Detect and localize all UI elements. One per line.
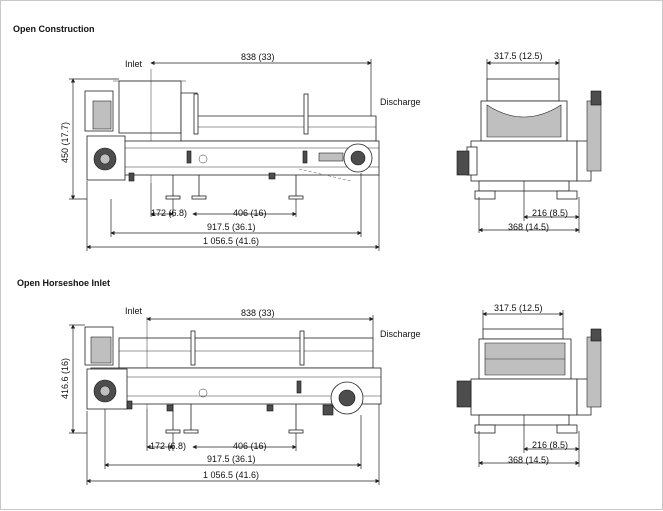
conveyor-cover — [180, 92, 377, 142]
dim-1056-2: 1 056.5 (41.6) — [203, 470, 259, 480]
inlet-label-2: Inlet — [125, 306, 143, 316]
inlet-hopper — [118, 80, 182, 134]
dim-172: 172 (6.8) — [151, 208, 187, 218]
dim-406-2: 406 (16) — [233, 441, 267, 451]
dim-917: 917.5 (36.1) — [207, 222, 256, 232]
inlet-label: Inlet — [125, 59, 143, 69]
end-dim-216-2: 216 (8.5) — [532, 440, 568, 450]
conveyor-cover-2 — [118, 337, 374, 369]
dim-height: 450 (17.7) — [60, 122, 70, 163]
end-inlet — [486, 78, 560, 102]
section-title-open-construction: Open Construction — [13, 24, 95, 34]
end-motor-left-2 — [456, 380, 472, 408]
end-dim-368: 368 (14.5) — [508, 222, 549, 232]
discharge-label: Discharge — [380, 97, 421, 107]
end-inlet-2 — [482, 328, 564, 340]
dim-1056: 1 056.5 (41.6) — [203, 236, 259, 246]
end-view-open-construction: 317.5 (12.5) 216 (8.5) 368 (14.5) — [456, 51, 602, 233]
end-dim-368-2: 368 (14.5) — [508, 455, 549, 465]
dim-917-2: 917.5 (36.1) — [207, 454, 256, 464]
end-dim-216: 216 (8.5) — [532, 208, 568, 218]
side-view-open-construction: 838 (33) Inlet Discharge 450 (17.7) 172 … — [60, 52, 421, 251]
end-motor-left — [456, 150, 470, 176]
dim-length-top-2: 838 (33) — [241, 308, 275, 318]
dim-172-2: 172 (6.8) — [150, 441, 186, 451]
section-title-horseshoe-inlet: Open Horseshoe Inlet — [17, 278, 110, 288]
discharge-label-2: Discharge — [380, 329, 421, 339]
end-view-horseshoe-inlet: 317.5 (12.5) 216 (8.5) 368 (14.5) — [456, 303, 602, 467]
end-dim-top: 317.5 (12.5) — [494, 51, 543, 61]
dim-height-2: 416.6 (16) — [60, 358, 70, 399]
dim-length-top: 838 (33) — [241, 52, 275, 62]
dim-406: 406 (16) — [233, 208, 267, 218]
end-dim-top-2: 317.5 (12.5) — [494, 303, 543, 313]
side-view-horseshoe-inlet: 838 (33) Inlet Discharge 416.6 (16) 172 … — [60, 306, 421, 485]
